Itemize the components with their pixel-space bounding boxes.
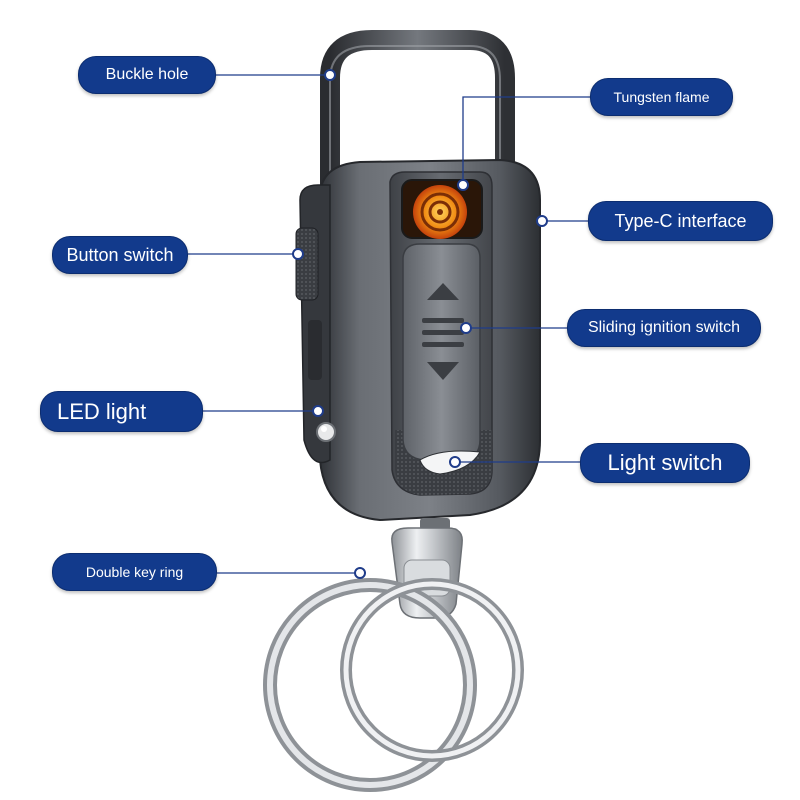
callout-sliding-ignition-switch: Sliding ignition switch (567, 309, 761, 347)
dot-tungsten-flame (457, 179, 469, 191)
dot-type-c (536, 215, 548, 227)
sliding-ignition-switch (402, 243, 481, 461)
dot-light-switch (449, 456, 461, 468)
led-lens (316, 422, 336, 442)
callout-double-key-ring: Double key ring (52, 553, 217, 591)
callout-light-switch: Light switch (580, 443, 750, 483)
shackle-buckle (320, 30, 515, 210)
callout-led-light: LED light (40, 391, 203, 432)
button-switch-knurl (295, 227, 319, 301)
leader-dots (292, 69, 548, 579)
tungsten-flame-coil (401, 179, 483, 239)
leader-tungsten-flame (462, 96, 590, 184)
leader-lines (188, 74, 590, 574)
dot-sliding-switch (460, 322, 472, 334)
callout-buckle-hole: Buckle hole (78, 56, 216, 94)
callout-tungsten-flame: Tungsten flame (590, 78, 733, 116)
callout-type-c-interface: Type-C interface (588, 201, 773, 241)
callout-button-switch: Button switch (52, 236, 188, 274)
dot-buckle-hole (324, 69, 336, 81)
dot-double-key-ring (354, 567, 366, 579)
double-key-ring (263, 527, 524, 792)
dot-led-light (312, 405, 324, 417)
dot-button-switch (292, 248, 304, 260)
